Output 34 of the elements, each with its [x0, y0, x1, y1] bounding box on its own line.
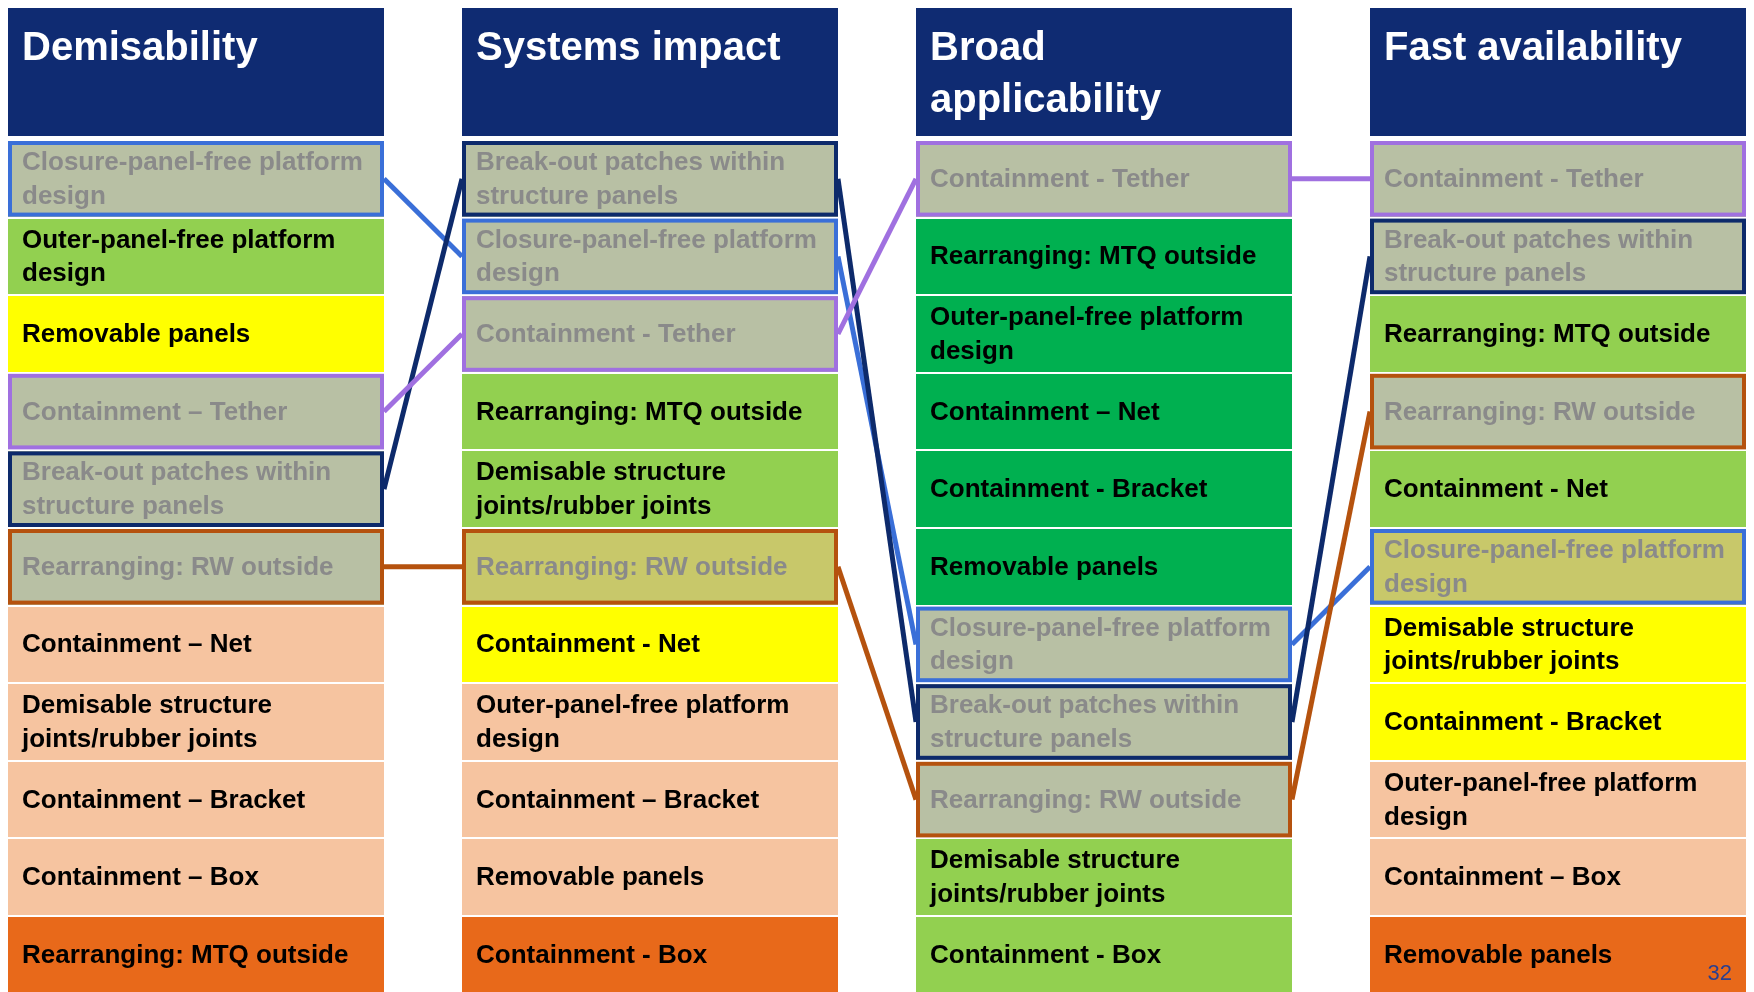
page-number: 32: [1707, 960, 1732, 986]
column-header: Broad applicability: [916, 8, 1292, 136]
ranking-cell: Outer-panel-free platform design: [8, 218, 384, 295]
ranking-cell: Rearranging: MTQ outside: [916, 218, 1292, 295]
column-header: Demisability: [8, 8, 384, 136]
ranking-cell: Outer-panel-free platform design: [916, 296, 1292, 372]
ranking-cell: Demisable structure joints/rubber joints: [1370, 606, 1746, 683]
ranking-cell: Containment - Bracket: [916, 451, 1292, 527]
ranking-cell: Outer-panel-free platform design: [462, 684, 838, 760]
connector-line: [384, 564, 462, 570]
ranking-cell: Removable panels: [462, 839, 838, 915]
ranking-cell: Containment – Net: [916, 373, 1292, 450]
ranking-cell: Containment - Bracket: [1370, 684, 1746, 760]
ranking-cell: Rearranging: MTQ outside: [1370, 296, 1746, 372]
ranking-cell: Containment - Box: [916, 917, 1292, 992]
ranking-cell: Outer-panel-free platform design: [1370, 761, 1746, 838]
ranking-cell: Containment – Bracket: [8, 761, 384, 838]
ranking-cell: Containment – Net: [8, 606, 384, 683]
ranking-cell: Rearranging: MTQ outside: [462, 373, 838, 450]
ranking-cell: Rearranging: MTQ outside: [8, 917, 384, 992]
ranking-cell: Removable panels: [916, 529, 1292, 605]
column-header: Systems impact: [462, 8, 838, 136]
ranking-cell: Containment – Bracket: [462, 761, 838, 838]
ranking-cell: Demisable structure joints/rubber joints: [8, 684, 384, 760]
column-header: Fast availability: [1370, 8, 1746, 136]
connector-line: [1292, 176, 1370, 182]
ranking-cell: Containment - Net: [1370, 451, 1746, 527]
ranking-cell: Demisable structure joints/rubber joints: [916, 839, 1292, 915]
ranking-cell: Containment - Box: [462, 917, 838, 992]
ranking-cell: Removable panels: [8, 296, 384, 372]
ranking-cell: Containment – Box: [1370, 839, 1746, 915]
ranking-cell: Containment - Net: [462, 606, 838, 683]
ranking-cell: Containment – Box: [8, 839, 384, 915]
ranking-cell: Demisable structure joints/rubber joints: [462, 451, 838, 527]
